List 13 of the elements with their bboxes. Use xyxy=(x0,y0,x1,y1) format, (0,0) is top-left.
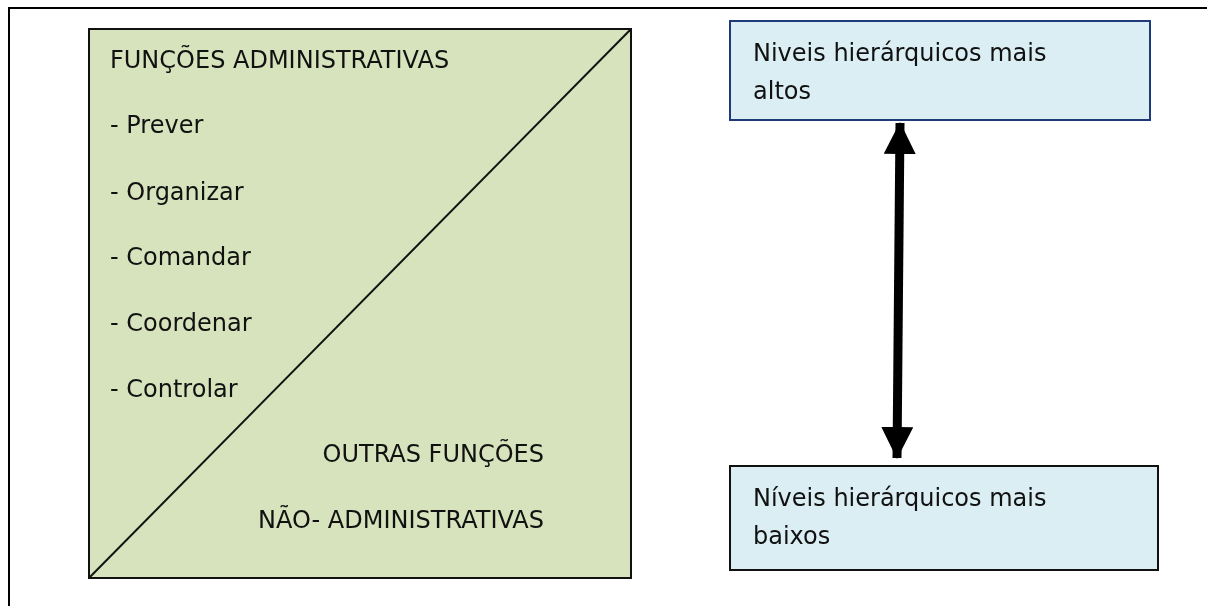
level-box xyxy=(729,465,1159,571)
double-arrow xyxy=(881,122,916,459)
list-item: - Coordenar xyxy=(110,308,252,338)
box-label: Niveis hierárquicos mais altos xyxy=(753,38,1048,107)
list-item: - Comandar xyxy=(110,242,251,272)
list-item: - Organizar xyxy=(110,177,244,207)
heading: OUTRAS FUNÇÕES xyxy=(322,439,544,469)
list-item: - Controlar xyxy=(110,374,238,404)
heading: FUNÇÕES ADMINISTRATIVAS xyxy=(110,45,450,75)
heading: NÃO- ADMINISTRATIVAS xyxy=(258,505,544,535)
box-label: Níveis hierárquicos mais baixos xyxy=(753,483,1048,552)
list-item: - Prever xyxy=(110,110,204,140)
level-box xyxy=(729,20,1151,121)
